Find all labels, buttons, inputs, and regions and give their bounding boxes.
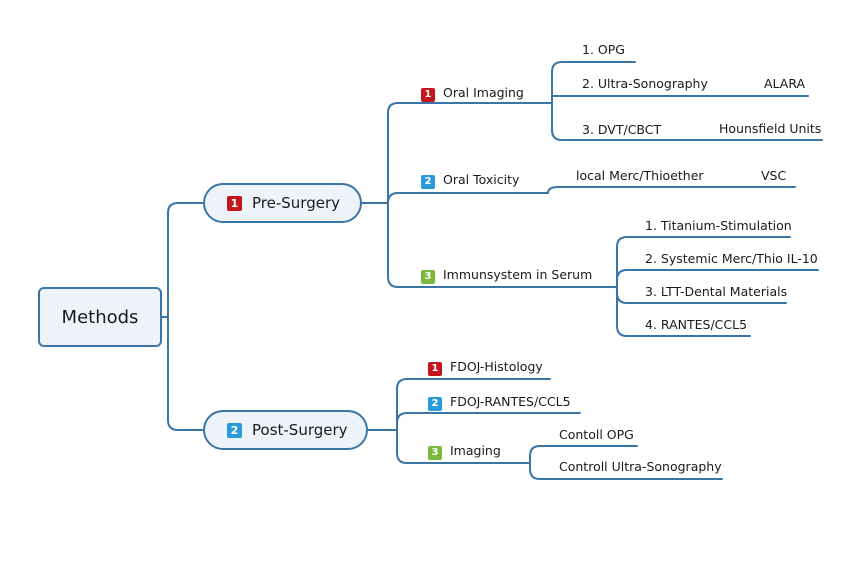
leaf-rantes-ccl5[interactable]: 4. RANTES/CCL5 [645,317,748,332]
note-alara[interactable]: ALARA [764,76,806,91]
priority-badge: 3 [421,270,435,284]
leaf-titanium-stimulation[interactable]: 1. Titanium-Stimulation [645,218,792,233]
node-label: Oral Imaging [443,85,524,100]
leaf-opg[interactable]: 1. OPG [582,42,625,57]
priority-badge: 2 [421,175,435,189]
priority-badge: 1 [428,362,442,376]
root-node-methods[interactable]: Methods [38,287,162,347]
leaf-ltt-dental-materials[interactable]: 3. LTT-Dental Materials [645,284,788,299]
node-pre-surgery[interactable]: 1 Pre-Surgery [203,183,362,223]
node-label: Post-Surgery [252,421,348,439]
node-label: Oral Toxicity [443,172,520,187]
node-oral-toxicity[interactable]: 2 Oral Toxicity [421,172,519,189]
node-post-surgery[interactable]: 2 Post-Surgery [203,410,368,450]
note-vsc[interactable]: VSC [761,168,787,183]
node-oral-imaging[interactable]: 1 Oral Imaging [421,85,524,102]
node-label: FDOJ-Histology [450,359,543,374]
leaf-local-merc-thioether[interactable]: local Merc/Thioether [576,168,704,183]
leaf-contoll-opg[interactable]: Contoll OPG [559,427,634,442]
node-imaging[interactable]: 3 Imaging [428,443,501,460]
priority-badge: 2 [428,397,442,411]
priority-badge: 1 [227,195,242,211]
leaf-controll-ultra-sonography[interactable]: Controll Ultra-Sonography [559,459,722,474]
note-hounsfield-units[interactable]: Hounsfield Units [719,121,822,136]
priority-badge: 1 [421,88,435,102]
node-label: FDOJ-RANTES/CCL5 [450,394,571,409]
node-label: Imaging [450,443,501,458]
node-label: Pre-Surgery [252,194,340,212]
leaf-systemic-merc-thio[interactable]: 2. Systemic Merc/Thio IL-10 [645,251,818,266]
node-fdoj-histology[interactable]: 1 FDOJ-Histology [428,359,543,376]
leaf-dvt-cbct[interactable]: 3. DVT/CBCT [582,122,662,137]
node-immunsystem-in-serum[interactable]: 3 Immunsystem in Serum [421,267,592,284]
root-label: Methods [61,306,139,328]
leaf-ultra-sonography[interactable]: 2. Ultra-Sonography [582,76,708,91]
node-fdoj-rantes-ccl5[interactable]: 2 FDOJ-RANTES/CCL5 [428,394,571,411]
priority-badge: 2 [227,422,242,438]
priority-badge: 3 [428,446,442,460]
node-label: Immunsystem in Serum [443,267,593,282]
